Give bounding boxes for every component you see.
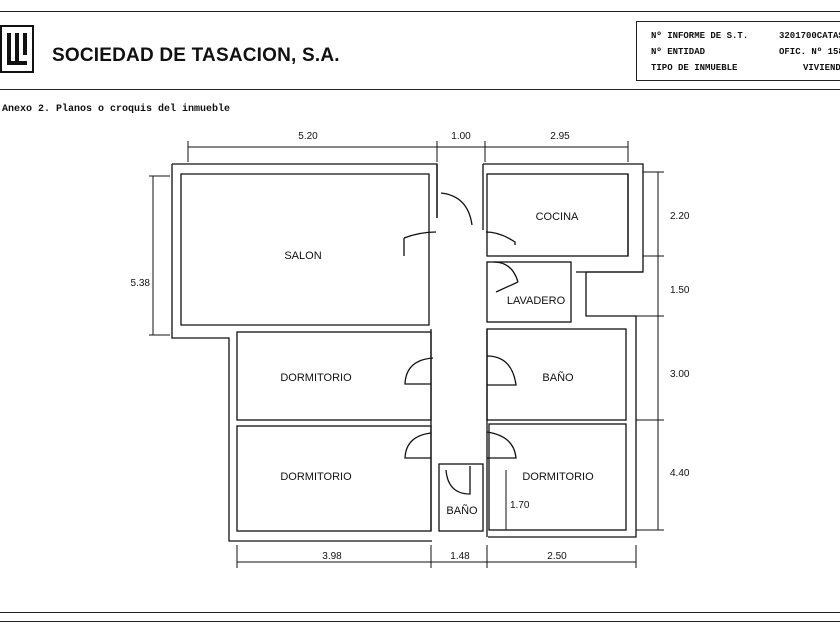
corridor-wall (436, 164, 484, 230)
corridor-inner-walls (430, 329, 488, 537)
dim-line-bottom (236, 545, 637, 568)
bottom-border-line (0, 612, 840, 613)
door-arc (445, 466, 471, 495)
door-arc (486, 431, 517, 459)
door-arc (403, 192, 516, 256)
room-label-bano: BAÑO (446, 504, 478, 517)
room-label-dormitorio: DORMITORIO (280, 372, 352, 384)
door-arc (493, 261, 519, 293)
company-logo-icon (0, 25, 34, 73)
info-value: OFIC. Nº 158 (779, 47, 840, 57)
dim-label: 4.40 (670, 468, 690, 479)
info-label: Nº ENTIDAD (651, 47, 706, 57)
door-arc (404, 432, 432, 459)
room-label-dormitorio: DORMITORIO (522, 471, 594, 483)
info-row: TIPO DE INMUEBLE VIVIEND (637, 63, 840, 77)
top-border-line (0, 11, 840, 12)
dim-label: 3.00 (670, 369, 690, 380)
room-label-salon: SALON (284, 250, 321, 262)
dim-label: 1.70 (510, 500, 530, 511)
outer-wall-inner (180, 173, 430, 326)
dim-line-right (586, 171, 664, 531)
dim-label: 2.50 (547, 551, 567, 562)
info-row: Nº ENTIDAD OFIC. Nº 158 (637, 47, 840, 61)
report-info-box: Nº INFORME DE S.T. 3201700CATAS Nº ENTID… (636, 21, 840, 81)
door-arc (486, 355, 517, 386)
bottom-border-line-2 (0, 621, 840, 622)
info-value: 3201700CATAS (779, 31, 840, 41)
dim-label: 1.50 (670, 285, 690, 296)
dim-label: 5.38 (131, 278, 151, 289)
dim-label: 2.95 (550, 131, 570, 142)
company-name: SOCIEDAD DE TASACION, S.A. (52, 45, 340, 66)
bano-2-walls (438, 463, 484, 532)
dim-label: 2.20 (670, 211, 690, 222)
dim-line-top (187, 141, 629, 162)
dim-label: 1.00 (451, 131, 471, 142)
door-arc (404, 357, 434, 385)
dim-label: 5.20 (298, 131, 318, 142)
info-row: Nº INFORME DE S.T. 3201700CATAS (637, 31, 840, 45)
info-label: TIPO DE INMUEBLE (651, 63, 738, 73)
dormitorio-3-walls (488, 423, 627, 531)
annex-title: Anexo 2. Planos o croquis del inmueble (2, 104, 231, 115)
room-label-cocina: COCINA (536, 211, 579, 223)
info-label: Nº INFORME DE S.T. (651, 31, 749, 41)
room-label-dormitorio: DORMITORIO (280, 471, 352, 483)
lavadero-walls (486, 261, 572, 323)
dim-label: 3.98 (322, 551, 342, 562)
dim-line-left (149, 175, 170, 336)
room-label-bano: BAÑO (542, 371, 574, 384)
header-divider-line (0, 89, 840, 90)
outer-notch (576, 174, 643, 273)
room-label-lavadero: LAVADERO (507, 295, 566, 307)
info-value: VIVIEND (803, 63, 840, 73)
dim-label: 1.48 (450, 551, 470, 562)
